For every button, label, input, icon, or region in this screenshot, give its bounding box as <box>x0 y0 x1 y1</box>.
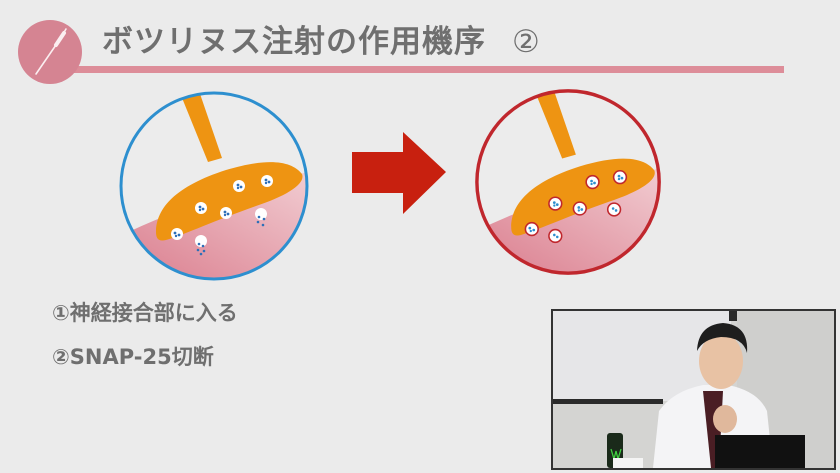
presenter-webcam <box>551 309 836 470</box>
header-divider <box>60 66 784 73</box>
presenter-video-frame <box>553 311 834 468</box>
nerve-terminal-after-diagram <box>475 89 661 275</box>
bullet-list: ①神経接合部に入る ②SNAP-25切断 <box>52 296 238 384</box>
header-badge <box>18 20 82 84</box>
syringe-icon <box>35 28 67 75</box>
bullet-item: ①神経接合部に入る <box>52 301 238 325</box>
after-circle-border <box>475 89 661 275</box>
before-circle-border <box>119 91 309 281</box>
title-text: ボツリヌス注射の作用機序 <box>102 24 486 60</box>
slide-title: ボツリヌス注射の作用機序 ② <box>102 20 541 64</box>
vesicles-blocked <box>524 169 628 244</box>
nerve-terminal-before-diagram <box>119 91 309 281</box>
vesicles <box>171 175 273 247</box>
title-number: ② <box>512 24 541 60</box>
bullet-item: ②SNAP-25切断 <box>52 345 214 369</box>
right-arrow-icon <box>352 132 446 214</box>
